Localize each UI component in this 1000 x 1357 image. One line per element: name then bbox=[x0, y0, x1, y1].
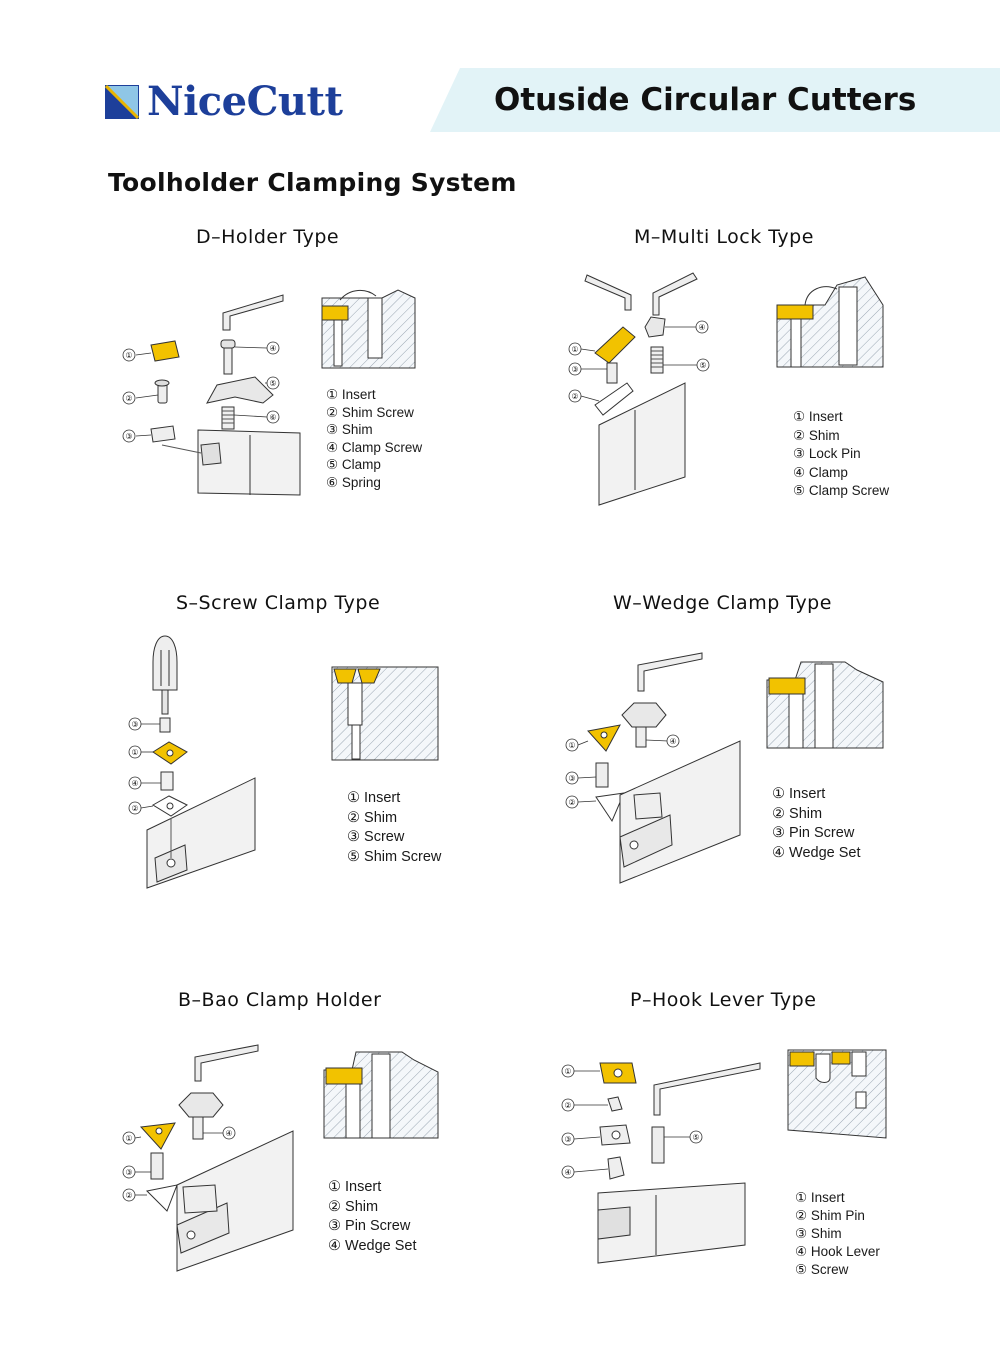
legend-item: ③ Shim bbox=[326, 422, 373, 437]
callout-4: ④ bbox=[225, 1129, 232, 1138]
callout-2: ② bbox=[568, 798, 575, 807]
header-band bbox=[430, 68, 1000, 132]
callout-4: ④ bbox=[269, 344, 276, 353]
callout-2: ② bbox=[571, 392, 578, 401]
legend-item: ① Insert bbox=[347, 790, 401, 806]
callout-2: ② bbox=[564, 1101, 571, 1110]
legend-item: ⑥ Spring bbox=[326, 474, 381, 490]
legend-w-wedge-clamp: ① Insert ② Shim ③ Pin Screw ④ Wedge Set bbox=[772, 785, 861, 863]
callout-3: ③ bbox=[571, 365, 578, 374]
callout-3: ③ bbox=[568, 774, 575, 783]
legend-item: ③ Shim bbox=[795, 1226, 842, 1241]
legend-item: ⑤ Shim Screw bbox=[347, 848, 442, 865]
d-holder-exploded-diagram: ① ② ③ ④ ⑤ ⑥ bbox=[122, 294, 301, 496]
legend-item: ④ Hook Lever bbox=[795, 1244, 880, 1259]
w-wedge-clamp-section-view bbox=[766, 661, 884, 749]
legend-item: ⑤ Screw bbox=[795, 1262, 849, 1277]
legend-item: ④ Wedge Set bbox=[328, 1237, 417, 1254]
m-multi-lock-section-view bbox=[776, 276, 884, 368]
legend-item: ③ Screw bbox=[347, 829, 405, 845]
document-title: Otuside Circular Cutters bbox=[494, 82, 917, 118]
callout-3: ③ bbox=[125, 432, 132, 441]
section-title: Toolholder Clamping System bbox=[108, 168, 517, 197]
callout-4: ④ bbox=[669, 737, 676, 746]
callout-1: ① bbox=[571, 345, 578, 354]
legend-s-screw-clamp: ① Insert ② Shim ③ Screw ⑤ Shim Screw bbox=[347, 789, 441, 867]
b-bao-clamp-section-view bbox=[323, 1051, 439, 1139]
callout-1: ① bbox=[568, 741, 575, 750]
legend-item: ⑤ Clamp bbox=[326, 457, 381, 472]
callout-4: ④ bbox=[131, 779, 138, 788]
panel-title-p-hook-lever: P–Hook Lever Type bbox=[630, 989, 817, 1011]
callout-1: ① bbox=[125, 1134, 132, 1143]
callout-1: ① bbox=[131, 748, 138, 757]
legend-item: ② Shim bbox=[347, 809, 398, 826]
legend-item: ② Shim Pin bbox=[795, 1208, 865, 1223]
legend-d-holder: ① Insert ② Shim Screw ③ Shim ④ Clamp Scr… bbox=[326, 386, 422, 491]
legend-m-multi-lock: ① Insert ② Shim ③ Lock Pin ④ Clamp ⑤ Cla… bbox=[793, 408, 889, 501]
callout-6: ⑥ bbox=[269, 413, 276, 422]
b-bao-clamp-exploded-diagram: ① ③ ② ④ bbox=[122, 1044, 294, 1272]
s-screw-clamp-section-view bbox=[331, 666, 439, 761]
m-multi-lock-exploded-diagram: ① ③ ② ④ ⑤ bbox=[568, 272, 710, 506]
panel-title-w-wedge-clamp: W–Wedge Clamp Type bbox=[613, 592, 832, 614]
callout-2: ② bbox=[125, 1191, 132, 1200]
brand-mark-icon bbox=[105, 85, 139, 119]
legend-item: ② Shim bbox=[793, 427, 840, 443]
w-wedge-clamp-exploded-diagram: ① ③ ② ④ bbox=[565, 652, 741, 884]
s-screw-clamp-exploded-diagram: ③ ① ④ ② bbox=[128, 635, 256, 889]
callout-3: ③ bbox=[131, 720, 138, 729]
d-holder-section-view bbox=[321, 289, 416, 369]
callout-5: ⑤ bbox=[269, 379, 276, 388]
legend-item: ④ Wedge Set bbox=[772, 844, 861, 861]
panel-title-s-screw-clamp: S–Screw Clamp Type bbox=[176, 592, 381, 614]
p-hook-lever-exploded-diagram: ① ② ③ ④ ⑤ bbox=[561, 1062, 761, 1264]
callout-3: ③ bbox=[125, 1168, 132, 1177]
legend-p-hook-lever: ① Insert ② Shim Pin ③ Shim ④ Hook Lever … bbox=[795, 1189, 880, 1279]
legend-item: ⑤ Clamp Screw bbox=[793, 483, 890, 498]
legend-item: ② Shim bbox=[328, 1198, 379, 1215]
callout-1: ① bbox=[564, 1067, 571, 1076]
brand-logo: NiceCutt bbox=[105, 78, 343, 125]
p-hook-lever-section-view bbox=[787, 1049, 887, 1139]
callout-5: ⑤ bbox=[699, 361, 706, 370]
legend-item: ③ Pin Screw bbox=[328, 1218, 411, 1234]
callout-3: ③ bbox=[564, 1135, 571, 1144]
panel-title-b-bao-clamp: B–Bao Clamp Holder bbox=[178, 989, 382, 1011]
legend-item: ① Insert bbox=[793, 409, 843, 424]
panel-title-m-multi-lock: M–Multi Lock Type bbox=[634, 226, 814, 248]
legend-item: ④ Clamp bbox=[793, 464, 848, 480]
legend-item: ③ Lock Pin bbox=[793, 446, 861, 461]
callout-4: ④ bbox=[564, 1168, 571, 1177]
panel-title-d-holder: D–Holder Type bbox=[196, 226, 340, 248]
callout-4: ④ bbox=[698, 323, 705, 332]
legend-item: ② Shim Screw bbox=[326, 404, 414, 420]
brand-name: NiceCutt bbox=[147, 78, 343, 125]
legend-item: ① Insert bbox=[328, 1179, 382, 1195]
legend-item: ① Insert bbox=[326, 387, 376, 402]
callout-2: ② bbox=[125, 394, 132, 403]
legend-b-bao-clamp: ① Insert ② Shim ③ Pin Screw ④ Wedge Set bbox=[328, 1178, 417, 1256]
callout-2: ② bbox=[131, 804, 138, 813]
legend-item: ③ Pin Screw bbox=[772, 825, 855, 841]
legend-item: ④ Clamp Screw bbox=[326, 439, 423, 455]
legend-item: ① Insert bbox=[795, 1190, 845, 1205]
callout-5: ⑤ bbox=[692, 1133, 699, 1142]
callout-1: ① bbox=[125, 351, 132, 360]
legend-item: ① Insert bbox=[772, 786, 826, 802]
legend-item: ② Shim bbox=[772, 805, 823, 822]
